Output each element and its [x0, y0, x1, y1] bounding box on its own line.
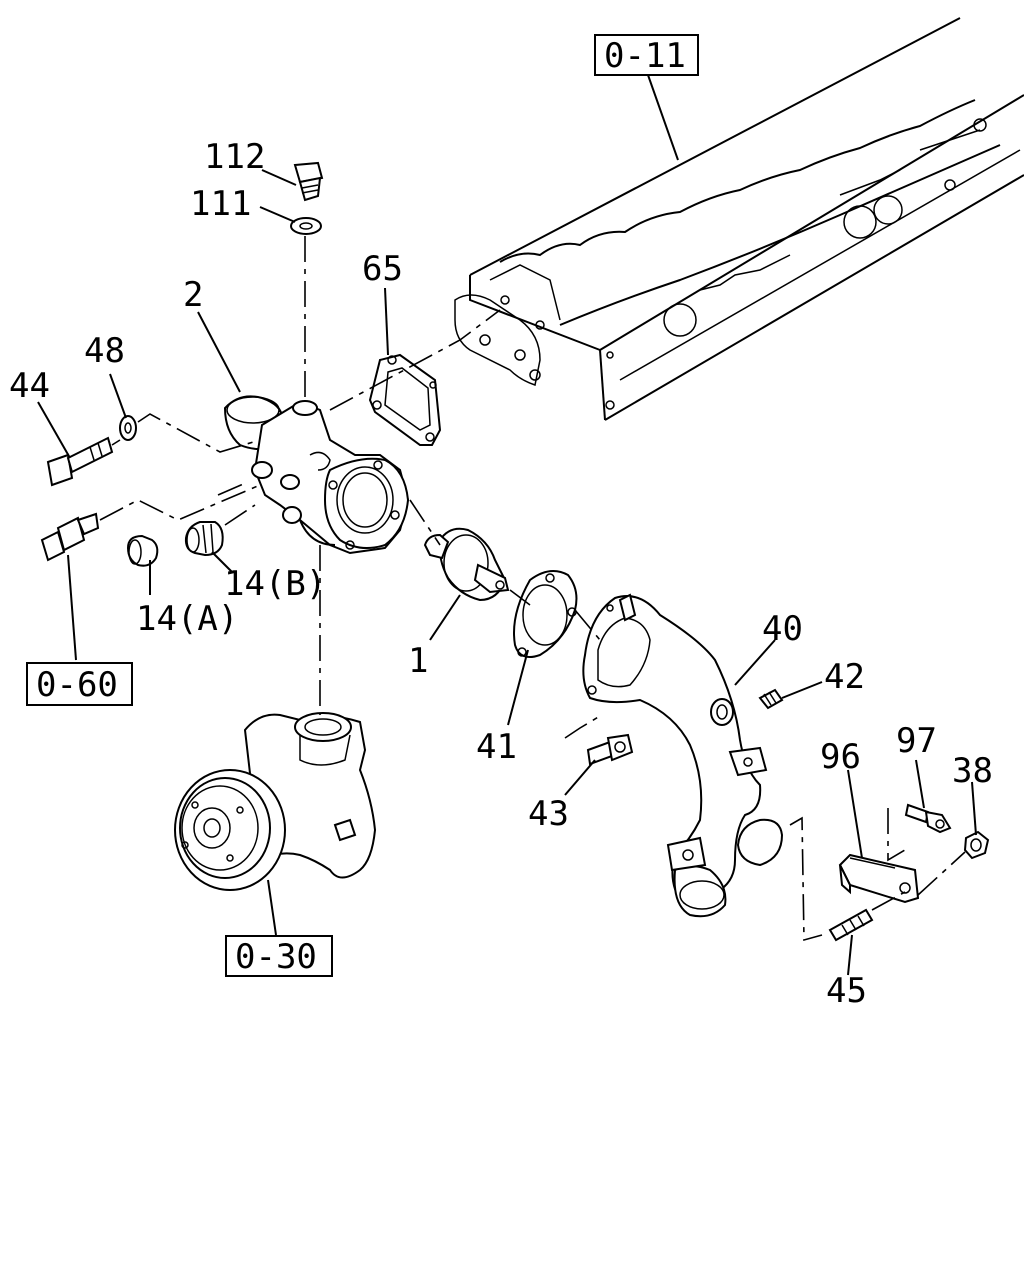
callout-65: 65 — [362, 249, 403, 289]
callout-43: 43 — [528, 794, 569, 834]
callout-96: 96 — [820, 737, 861, 777]
washer-111 — [290, 217, 322, 235]
water-pump — [174, 712, 377, 891]
reference-box-bottom[interactable]: 0-30 — [225, 935, 333, 977]
callout-41: 41 — [476, 727, 517, 767]
bolt-44 — [46, 436, 114, 487]
callout-14a: 14(A) — [136, 599, 238, 639]
gasket-65 — [368, 353, 442, 446]
callout-1: 1 — [408, 641, 428, 681]
callout-111: 111 — [190, 184, 251, 224]
bracket-96 — [838, 853, 920, 904]
callout-38: 38 — [952, 751, 993, 791]
callout-14b: 14(B) — [224, 564, 326, 604]
washer-48 — [119, 415, 137, 441]
svg-text:0-30: 0-30 — [235, 937, 317, 977]
temperature-sensor — [40, 512, 100, 562]
callout-2: 2 — [183, 275, 203, 315]
plug-14b — [184, 521, 224, 557]
svg-text:0-11: 0-11 — [604, 36, 686, 76]
bolt-43 — [586, 733, 634, 766]
thermostat-1 — [423, 527, 510, 602]
callout-97: 97 — [896, 721, 937, 761]
reference-box-left[interactable]: 0-60 — [26, 662, 133, 706]
water-outlet-pipe — [582, 593, 784, 918]
thermostat-housing — [223, 395, 410, 555]
nut-38 — [963, 830, 990, 860]
stud-45 — [828, 908, 874, 942]
callout-40: 40 — [762, 609, 803, 649]
cylinder-head — [454, 17, 1024, 421]
plug-14a — [126, 534, 159, 567]
plug-42 — [758, 688, 784, 710]
callout-112: 112 — [204, 137, 265, 177]
callout-44: 44 — [9, 366, 50, 406]
svg-text:0-60: 0-60 — [36, 665, 118, 705]
bolt-97 — [904, 803, 952, 834]
callout-45: 45 — [826, 971, 867, 1011]
bolt-112 — [293, 161, 324, 202]
reference-box-top[interactable]: 0-11 — [594, 34, 699, 76]
gasket-41 — [513, 570, 578, 658]
callout-48: 48 — [84, 331, 125, 371]
callout-42: 42 — [824, 657, 865, 697]
